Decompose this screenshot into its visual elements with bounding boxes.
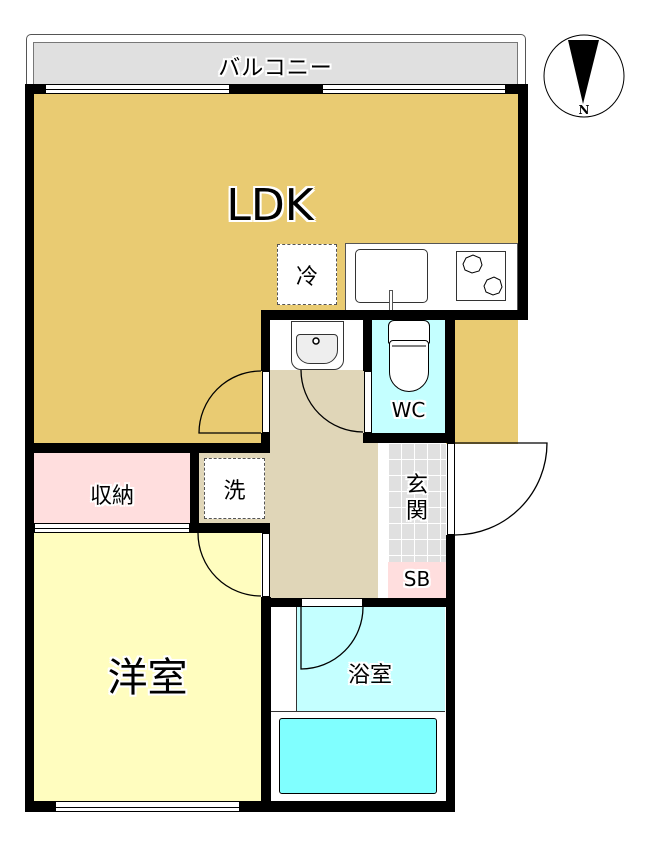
wall-storage-right (190, 453, 199, 533)
wall-bath-top-right (363, 598, 455, 607)
wall-bedroom-right (261, 597, 271, 812)
storage-label: 収納 (89, 484, 134, 509)
bath-door-swing (300, 606, 364, 670)
washer-label: 洗 (223, 479, 246, 504)
balcony-label: バルコニー (218, 56, 333, 81)
bathtub-rim (271, 711, 445, 712)
wall-ldk-bottom (25, 443, 270, 453)
drain-icon (312, 337, 320, 345)
balcony-window-right (322, 84, 506, 94)
wall-wc-bottom (363, 433, 455, 443)
entrance-door-swing (454, 442, 548, 536)
compass-icon (543, 34, 625, 118)
wall-kitchen-bottom (261, 310, 528, 320)
bedroom-door-swing (197, 532, 262, 597)
wc-door-frame (364, 371, 372, 433)
balcony (33, 42, 518, 88)
shoe-box (388, 562, 446, 598)
ldk-label: LDK (226, 180, 314, 231)
western-room-label: 洋室 (107, 655, 188, 701)
wall-right-lower (446, 535, 455, 812)
wall-bath-top-left (261, 598, 301, 607)
shoe-box-label: SB (403, 567, 431, 591)
entrance-floor (388, 443, 446, 562)
burner-icon (462, 254, 483, 274)
bathroom-label: 浴室 (347, 663, 392, 688)
balcony-window-left (45, 84, 230, 94)
compass-north-label: N (578, 103, 590, 117)
entrance-step (378, 443, 388, 598)
hall-door-frame (262, 371, 270, 433)
wc-label: WC (391, 398, 426, 422)
bedroom-door-frame (262, 533, 270, 597)
wall-right-ldk (518, 84, 528, 320)
entrance-door-frame (447, 443, 455, 535)
refrigerator-label: 冷 (295, 265, 318, 290)
refrigerator-space (277, 244, 337, 305)
wall-hall-left-upper (261, 310, 270, 371)
bath-door-frame (301, 598, 363, 607)
bathtub (279, 718, 437, 794)
hallway-floor (270, 370, 378, 598)
burner-icon (483, 276, 503, 296)
bathroom-wet-area (296, 607, 445, 711)
western-room-floor (34, 533, 261, 801)
storage-floor (34, 453, 190, 523)
closet-door (34, 523, 190, 533)
entrance-label-text: 玄関 (405, 473, 428, 524)
wall-top-middle (230, 84, 322, 94)
toilet-bowl (389, 340, 429, 392)
wc-door-swing (300, 369, 364, 433)
wall-top-left (25, 84, 45, 94)
wall-laundry-bottom (190, 523, 270, 533)
wall-right-wc (445, 310, 455, 443)
wall-bottom (25, 801, 455, 812)
ldk-door-swing (198, 370, 262, 434)
wall-wc-left (363, 320, 372, 371)
entrance-label: 玄関 (388, 473, 446, 525)
washer-space (204, 458, 265, 519)
bedroom-window (55, 801, 240, 812)
wall-top-right (506, 84, 528, 94)
